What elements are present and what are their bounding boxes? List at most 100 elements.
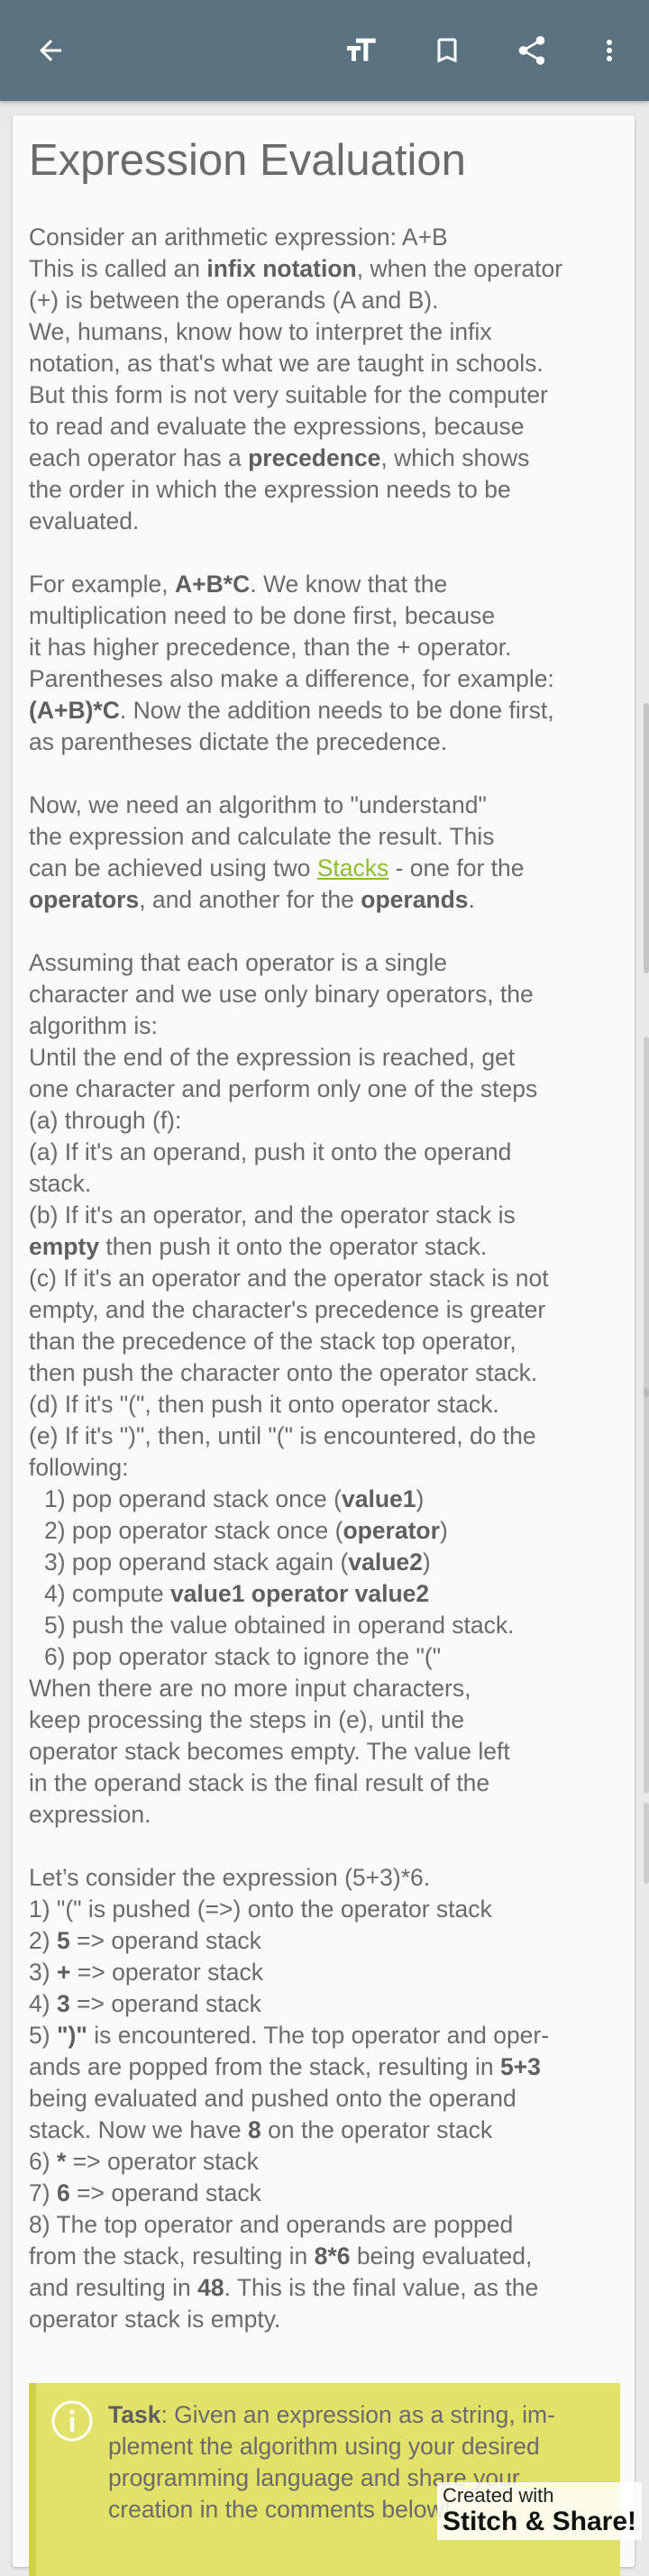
text-span: , and another for the bbox=[139, 886, 361, 913]
text-line: Let’s consider the expression (5+3)*6. bbox=[29, 1864, 431, 1891]
text-span: is encountered. The top operator and ope… bbox=[87, 2022, 550, 2049]
text-line: operator stack becomes empty. The value … bbox=[29, 1738, 510, 1765]
text-line: it has higher precedence, than the + ope… bbox=[29, 634, 512, 661]
bold-term: 6 bbox=[56, 2179, 70, 2206]
app-bar bbox=[0, 0, 649, 101]
text-line: evaluated. bbox=[29, 507, 140, 534]
bold-term: ")" bbox=[56, 2022, 87, 2049]
text-span: . We know that the bbox=[250, 571, 448, 598]
text-span: 4) compute bbox=[44, 1580, 170, 1607]
text-span: from the stack, resulting in bbox=[29, 2243, 315, 2270]
text-line: But this form is not very suitable for t… bbox=[29, 381, 548, 408]
back-button[interactable] bbox=[25, 25, 76, 76]
text-span: being evaluated, bbox=[350, 2243, 533, 2270]
stacks-link[interactable]: Stacks bbox=[316, 854, 389, 882]
text-line: ands are popped from the stack, resultin… bbox=[29, 2051, 635, 2083]
text-line: 8) The top operator and operands are pop… bbox=[29, 2211, 514, 2238]
bold-term: empty bbox=[29, 1233, 100, 1260]
text-line: algorithm is: bbox=[29, 1012, 158, 1039]
text-line: multiplication need to be done first, be… bbox=[29, 602, 496, 629]
substep-line: 1) pop operand stack once (value1) bbox=[29, 1484, 635, 1515]
text-line: This is called an infix notation, when t… bbox=[29, 253, 635, 285]
text-line: Until the end of the expression is reach… bbox=[29, 1044, 516, 1071]
text-size-button[interactable] bbox=[335, 25, 386, 76]
text-line: When there are no more input characters, bbox=[29, 1675, 471, 1702]
text-span: 1) pop operand stack once ( bbox=[44, 1485, 342, 1512]
text-line: in the operand stack is the final result… bbox=[29, 1769, 490, 1796]
text-line: the order in which the expression needs … bbox=[29, 476, 511, 503]
text-line: (a) through (f): bbox=[29, 1107, 182, 1134]
text-line: Now, we need an algorithm to "understand… bbox=[29, 791, 487, 818]
bold-term: 5 bbox=[56, 1927, 70, 1954]
text-line: empty, and the character's precedence is… bbox=[29, 1296, 546, 1323]
text-span: and resulting in bbox=[29, 2274, 198, 2301]
paragraph-stacks: Now, we need an algorithm to "understand… bbox=[29, 790, 635, 916]
text-span: . bbox=[468, 886, 475, 913]
text-span: For example, bbox=[29, 571, 176, 598]
text-line: creation in the comments below! bbox=[108, 2496, 452, 2523]
stitch-share-watermark: Created with Stitch & Share! bbox=[436, 2482, 642, 2540]
text-line: and resulting in 48. This is the final v… bbox=[29, 2272, 635, 2304]
text-line: 4) 3 => operand stack bbox=[29, 1988, 635, 2020]
bold-term: value2 bbox=[348, 1548, 423, 1576]
text-span: => operand stack bbox=[69, 2179, 261, 2206]
bold-term: (A+B)*C bbox=[29, 697, 120, 724]
text-line: can be achieved using two Stacks - one f… bbox=[29, 853, 635, 884]
text-line: expression. bbox=[29, 1801, 151, 1828]
text-line: Parentheses also make a difference, for … bbox=[29, 665, 554, 692]
text-line: 3) + => operator stack bbox=[29, 1957, 635, 1988]
more-options-button[interactable] bbox=[584, 25, 635, 76]
text-span: stack. Now we have bbox=[29, 2116, 249, 2143]
text-span: 3) pop operand stack again ( bbox=[44, 1548, 349, 1576]
text-line: stack. Now we have 8 on the operator sta… bbox=[29, 2115, 635, 2146]
scrollbar-track-segment bbox=[644, 1388, 649, 1794]
text-line: then push the character onto the operato… bbox=[29, 1359, 538, 1386]
bold-term: value1 bbox=[341, 1485, 416, 1512]
paragraph-walkthrough: Let’s consider the expression (5+3)*6. 1… bbox=[29, 1862, 635, 2335]
text-line: Assuming that each operator is a single bbox=[29, 949, 448, 976]
text-line: For example, A+B*C. We know that the bbox=[29, 569, 635, 600]
text-line: than the precedence of the stack top ope… bbox=[29, 1328, 516, 1355]
text-line: (b) If it's an operator, and the operato… bbox=[29, 1201, 516, 1229]
bold-term: 48 bbox=[197, 2274, 224, 2301]
article-content: Consider an arithmetic expression: A+B T… bbox=[29, 222, 635, 2367]
text-span: 2) bbox=[29, 1927, 57, 1954]
bold-term: * bbox=[56, 2148, 67, 2175]
text-line: being evaluated and pushed onto the oper… bbox=[29, 2085, 516, 2112]
paragraph-example: For example, A+B*C. We know that the mul… bbox=[29, 569, 635, 758]
text-span: each operator has a bbox=[29, 444, 249, 471]
task-text: Task: Given an expression as a string, i… bbox=[108, 2399, 613, 2526]
text-span: on the operator stack bbox=[261, 2116, 493, 2143]
bold-term: + bbox=[56, 1959, 71, 1986]
text-line: empty then push it onto the operator sta… bbox=[29, 1231, 635, 1263]
scrollbar-thumb[interactable] bbox=[644, 703, 649, 973]
text-line: (d) If it's "(", then push it onto opera… bbox=[29, 1391, 499, 1418]
text-line: from the stack, resulting in 8*6 being e… bbox=[29, 2241, 635, 2272]
text-line: 6) * => operator stack bbox=[29, 2146, 635, 2178]
text-line: operators, and another for the operands. bbox=[29, 884, 635, 916]
bookmark-button[interactable] bbox=[422, 25, 472, 76]
article-card: Expression Evaluation Consider an arithm… bbox=[13, 115, 635, 2576]
text-line: Task: Given an expression as a string, i… bbox=[108, 2399, 613, 2431]
bold-term: A+B*C bbox=[175, 571, 251, 598]
bold-term: operators bbox=[29, 886, 140, 913]
watermark-line: Created with bbox=[442, 2484, 554, 2507]
bold-term: infix notation bbox=[206, 255, 357, 282]
text-span: 6) bbox=[29, 2148, 57, 2175]
text-line: (A+B)*C. Now the addition needs to be do… bbox=[29, 695, 635, 726]
text-line: notation, as that's what we are taught i… bbox=[29, 350, 544, 377]
more-vertical-icon bbox=[607, 40, 612, 61]
text-line: plement the algorithm using your desired bbox=[108, 2433, 540, 2460]
arrow-left-icon bbox=[40, 40, 61, 61]
text-span: 3) bbox=[29, 1959, 57, 1986]
text-line: (a) If it's an operand, push it onto the… bbox=[29, 1138, 512, 1165]
text-line: Consider an arithmetic expression: A+B bbox=[29, 224, 448, 251]
text-span: => operator stack bbox=[70, 1959, 264, 1986]
info-icon bbox=[51, 2400, 93, 2442]
share-icon bbox=[518, 36, 545, 65]
text-span: : Given an expression as a string, im- bbox=[160, 2401, 555, 2428]
text-span: , when the operator bbox=[356, 255, 563, 282]
substep-line: 3) pop operand stack again (value2) bbox=[29, 1547, 635, 1578]
substep-line: 2) pop operator stack once (operator) bbox=[29, 1515, 635, 1547]
share-button[interactable] bbox=[507, 25, 557, 76]
